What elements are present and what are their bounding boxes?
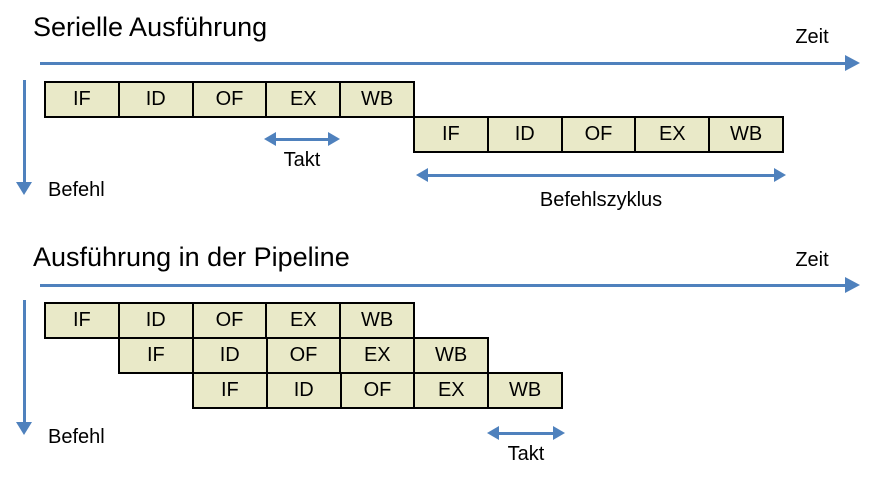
arrow-line	[40, 284, 848, 287]
pipeline-stage-cell: ID	[117, 81, 194, 118]
pipeline-stage-cell: OF	[339, 372, 416, 409]
instruction-row-3: IF ID OF EX WB	[192, 372, 563, 409]
time-axis-label: Zeit	[795, 26, 829, 48]
pipeline-stage-cell: OF	[191, 81, 268, 118]
instruction-row-1: IF ID OF EX WB	[44, 302, 415, 339]
pipeline-stage-cell: IF	[44, 81, 120, 118]
arrow-head-right-icon	[845, 55, 860, 71]
arrow-line	[23, 80, 26, 184]
arrow-head-right-icon	[553, 426, 565, 440]
arrow-head-left-icon	[487, 426, 499, 440]
pipeline-stage-cell: ID	[191, 337, 268, 374]
arrow-head-left-icon	[416, 168, 428, 182]
pipeline-stage-cell: ID	[486, 116, 563, 153]
instruction-axis-arrow	[16, 80, 32, 195]
pipeline-stage-cell: WB	[487, 372, 563, 409]
pipeline-stage-cell: WB	[339, 81, 415, 118]
arrow-head-right-icon	[774, 168, 786, 182]
clock-span-arrow	[264, 132, 340, 146]
pipeline-stage-cell: WB	[339, 302, 415, 339]
arrow-head-down-icon	[16, 422, 32, 435]
arrow-head-right-icon	[328, 132, 340, 146]
instruction-row-1: IF ID OF EX WB	[44, 81, 415, 118]
pipeline-stage-cell: ID	[265, 372, 342, 409]
instruction-axis-arrow	[16, 300, 32, 435]
pipeline-stage-cell: IF	[44, 302, 120, 339]
clock-label: Takt	[283, 149, 321, 171]
time-axis-label: Zeit	[795, 249, 829, 271]
pipeline-stage-cell: EX	[265, 302, 342, 339]
arrow-head-right-icon	[845, 277, 860, 293]
pipeline-stage-cell: EX	[634, 116, 711, 153]
instruction-axis-caption: Befehl	[48, 179, 105, 201]
pipeline-stage-cell: EX	[413, 372, 490, 409]
arrow-head-left-icon	[264, 132, 276, 146]
arrow-line	[425, 174, 777, 177]
time-axis-arrow	[40, 55, 860, 71]
pipeline-stage-cell: OF	[265, 337, 342, 374]
clock-label: Takt	[507, 443, 545, 465]
instruction-cycle-span-arrow	[416, 168, 786, 182]
section-title-pipeline: Ausführung in der Pipeline	[33, 242, 350, 272]
pipeline-stage-cell: OF	[560, 116, 637, 153]
clock-span-arrow	[487, 426, 565, 440]
pipeline-stage-cell: IF	[413, 116, 489, 153]
arrow-line	[23, 300, 26, 424]
pipeline-stage-cell: IF	[118, 337, 194, 374]
pipeline-stage-cell: WB	[413, 337, 489, 374]
arrow-head-down-icon	[16, 182, 32, 195]
arrow-line	[40, 62, 848, 65]
arrow-line	[273, 138, 331, 141]
time-axis-arrow	[40, 277, 860, 293]
pipeline-stage-cell: OF	[191, 302, 268, 339]
pipeline-stage-cell: EX	[339, 337, 416, 374]
section-title-serial: Serielle Ausführung	[33, 12, 268, 42]
instruction-axis-caption: Befehl	[48, 426, 105, 448]
pipeline-stage-cell: IF	[192, 372, 268, 409]
pipeline-stage-cell: ID	[117, 302, 194, 339]
instruction-row-2: IF ID OF EX WB	[118, 337, 489, 374]
instruction-cycle-label: Befehlszyklus	[539, 189, 663, 211]
pipeline-stage-cell: EX	[265, 81, 342, 118]
instruction-row-2: IF ID OF EX WB	[413, 116, 784, 153]
arrow-line	[496, 432, 556, 435]
pipeline-stage-cell: WB	[708, 116, 784, 153]
